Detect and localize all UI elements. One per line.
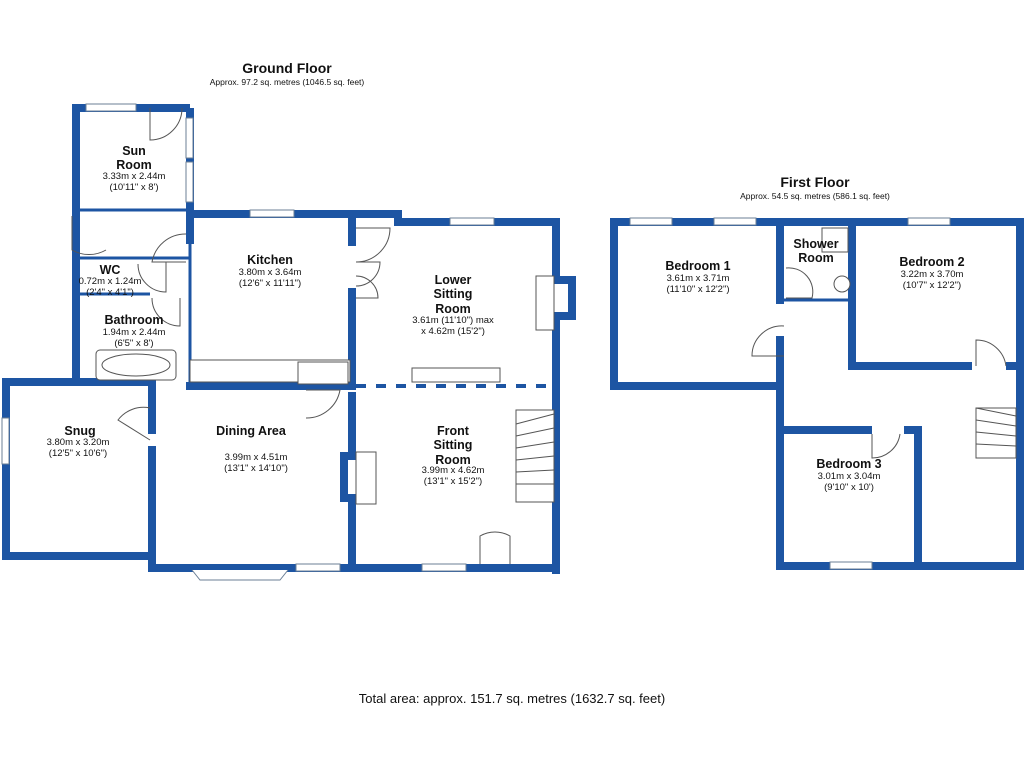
room-dims-ft-wc: (2'4" x 4'1") <box>86 287 134 298</box>
first-floor-title: First Floor <box>780 174 850 190</box>
first-floor-area: Approx. 54.5 sq. metres (586.1 sq. feet) <box>740 191 890 201</box>
room-name-bedroom-1: Bedroom 1 <box>665 259 731 273</box>
total-area: Total area: approx. 151.7 sq. metres (16… <box>358 691 666 706</box>
room-dims-bedroom-3: 3.01m x 3.04m <box>817 471 881 482</box>
room-dims-wc: 0.72m x 1.24m <box>78 276 142 287</box>
ground-floor-windows <box>1 103 495 581</box>
room-name-shower-room: Shower Room <box>793 237 839 266</box>
room-dims-bathroom: 1.94m x 2.44m <box>102 327 166 338</box>
room-dims-ft-bedroom-2: (10'7" x 12'2") <box>902 280 962 291</box>
room-name-bedroom-3: Bedroom 3 <box>816 457 882 471</box>
room-name-front-sitting-room: Front Sitting Room <box>433 424 473 467</box>
first-floor-doors <box>751 267 1007 459</box>
room-dims-bedroom-2: 3.22m x 3.70m <box>900 269 964 280</box>
ground-floor-doors <box>71 107 511 564</box>
room-dims-ft-lower-sitting-room: x 4.62m (15'2") <box>421 326 485 337</box>
room-dims-lower-sitting-room: 3.61m (11'10") max <box>412 315 494 326</box>
first-floor-windows <box>629 217 951 570</box>
room-name-dining-area: Dining Area <box>216 424 286 438</box>
room-dims-kitchen: 3.80m x 3.64m <box>238 267 302 278</box>
room-dims-ft-dining-area: (13'1" x 14'10") <box>224 463 288 474</box>
room-name-sun-room: Sun Room <box>116 144 152 173</box>
room-name-lower-sitting-room: Lower Sitting Room <box>433 273 473 316</box>
room-dims-front-sitting-room: 3.99m x 4.62m <box>421 465 485 476</box>
room-dims-ft-kitchen: (12'6" x 11'11") <box>238 278 302 289</box>
room-name-bathroom: Bathroom <box>104 313 164 327</box>
room-dims-bedroom-1: 3.61m x 3.71m <box>666 273 730 284</box>
ground-floor-title: Ground Floor <box>242 60 332 76</box>
room-dims-ft-bathroom: (6'5" x 8') <box>114 338 154 349</box>
room-name-kitchen: Kitchen <box>247 253 293 267</box>
ground-floor-area: Approx. 97.2 sq. metres (1046.5 sq. feet… <box>209 77 365 87</box>
room-dims-ft-bedroom-1: (11'10" x 12'2") <box>666 284 730 295</box>
room-dims-ft-sun-room: (10'11" x 8') <box>109 182 159 193</box>
room-dims-ft-front-sitting-room: (13'1" x 15'2") <box>423 476 483 487</box>
room-name-snug: Snug <box>64 424 96 438</box>
first-floor-fixtures <box>821 227 1017 459</box>
room-name-wc: WC <box>99 263 121 277</box>
room-dims-ft-snug: (12'5" x 10'6") <box>48 448 108 459</box>
room-dims-snug: 3.80m x 3.20m <box>46 437 110 448</box>
ground-floor-fixtures <box>95 275 555 505</box>
room-dims-sun-room: 3.33m x 2.44m <box>102 171 166 182</box>
room-name-bedroom-2: Bedroom 2 <box>899 255 965 269</box>
ground-floor-walls <box>2 104 576 574</box>
room-dims-ft-bedroom-3: (9'10" x 10') <box>824 482 874 493</box>
room-dims-dining-area: 3.99m x 4.51m <box>224 452 288 463</box>
